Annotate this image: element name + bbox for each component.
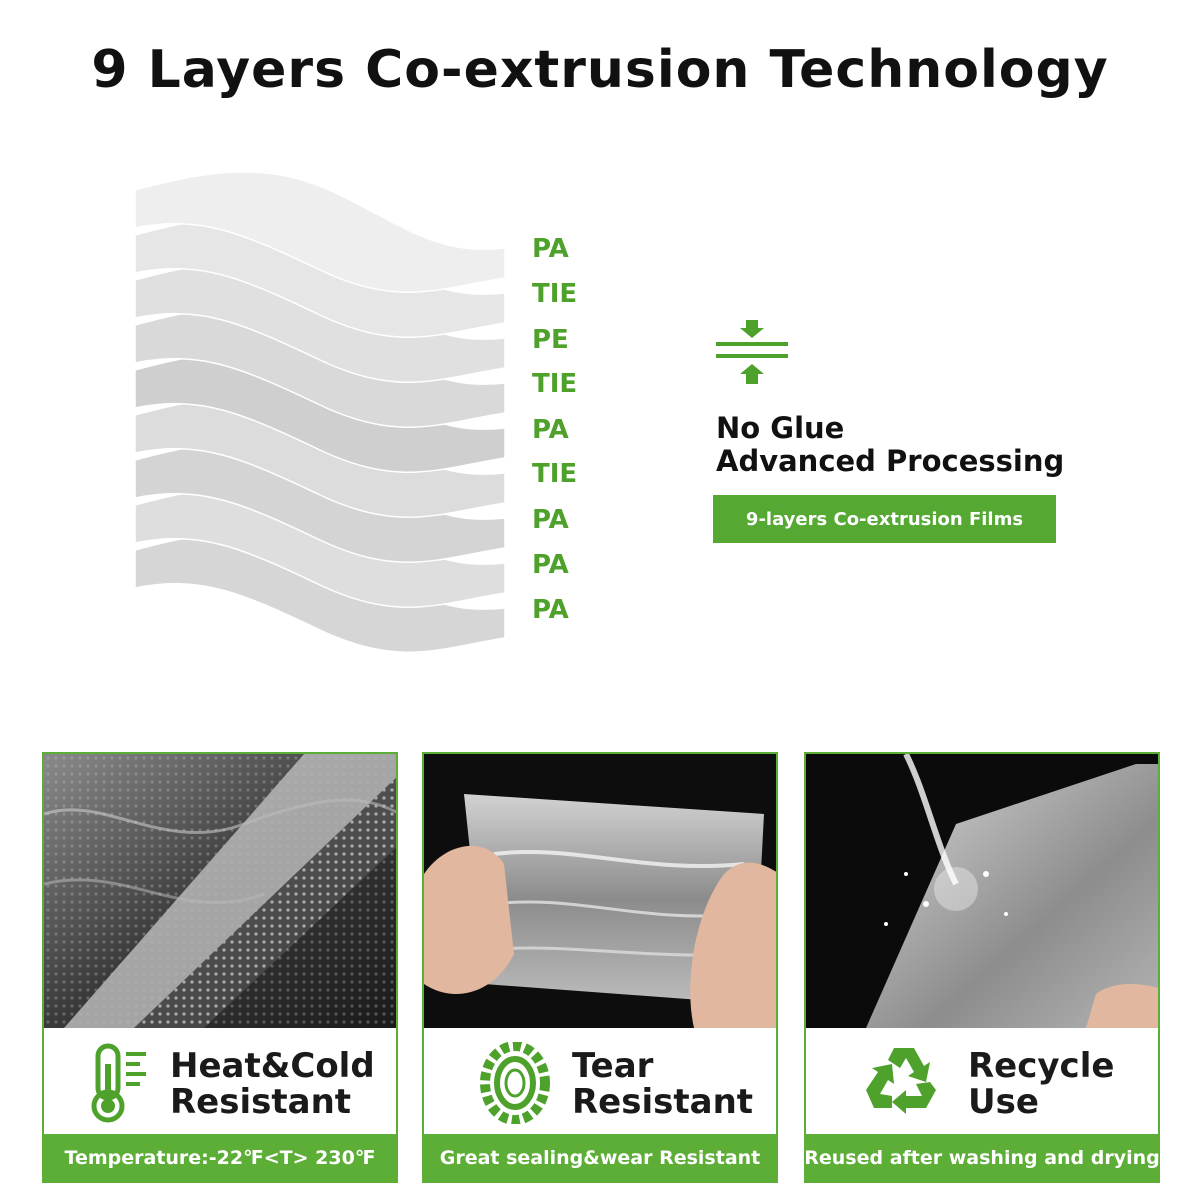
layer-label-9: PA (532, 595, 569, 625)
no-glue-line1: No Glue (716, 411, 845, 445)
feature-title-line1: Recycle (968, 1046, 1115, 1086)
layer-label-3: PE (532, 325, 569, 355)
thermometer-icon (91, 1043, 146, 1123)
layer-label-8: PA (532, 550, 569, 580)
feature-caption: Reused after washing and drying (804, 1134, 1160, 1181)
feature-title: Recycle Use (968, 1048, 1114, 1120)
feature-title-line1: Heat&Cold (170, 1046, 375, 1086)
no-glue-text: No Glue Advanced Processing (716, 412, 1064, 478)
feature-recycle: Recycle Use (806, 1028, 1158, 1138)
layer-label-4: TIE (532, 369, 578, 399)
vacuum-seal-photo (44, 754, 396, 1028)
layer-label-2: TIE (532, 279, 578, 309)
press-arrows-icon (716, 320, 788, 384)
feature-card-tear: Tear Resistant Great sealing&wear Resist… (422, 752, 778, 1183)
layer-sheet (134, 171, 506, 293)
stretch-bag-photo (424, 754, 776, 1028)
layer-stack-illustration (134, 171, 506, 653)
tire-icon (480, 1042, 550, 1124)
layer-label-6: TIE (532, 459, 578, 489)
coextrusion-tag: 9-layers Co-extrusion Films (713, 495, 1056, 543)
feature-title: Tear Resistant (572, 1048, 753, 1120)
feature-title-line2: Resistant (572, 1082, 754, 1122)
layer-label-1: PA (532, 234, 569, 264)
layer-label-7: PA (532, 505, 569, 535)
feature-card-recycle: Recycle Use Reused after washing and dry… (804, 752, 1160, 1183)
feature-caption: Great sealing&wear Resistant (424, 1134, 776, 1181)
feature-title-line1: Tear (572, 1046, 654, 1086)
feature-card-heat-cold: Heat&Cold Resistant Temperature:-22℉<T> … (42, 752, 398, 1183)
feature-heat-cold: Heat&Cold Resistant (44, 1028, 396, 1138)
recycle-icon (866, 1048, 936, 1114)
feature-title-line2: Use (968, 1082, 1039, 1122)
no-glue-line2: Advanced Processing (716, 444, 1065, 478)
feature-title-line2: Resistant (170, 1082, 352, 1122)
feature-title: Heat&Cold Resistant (170, 1048, 375, 1120)
washing-bag-photo (806, 754, 1158, 1028)
feature-tear: Tear Resistant (424, 1028, 776, 1138)
page-title: 9 Layers Co-extrusion Technology (91, 40, 1109, 100)
layer-label-5: PA (532, 415, 569, 445)
feature-caption: Temperature:-22℉<T> 230℉ (44, 1134, 396, 1181)
